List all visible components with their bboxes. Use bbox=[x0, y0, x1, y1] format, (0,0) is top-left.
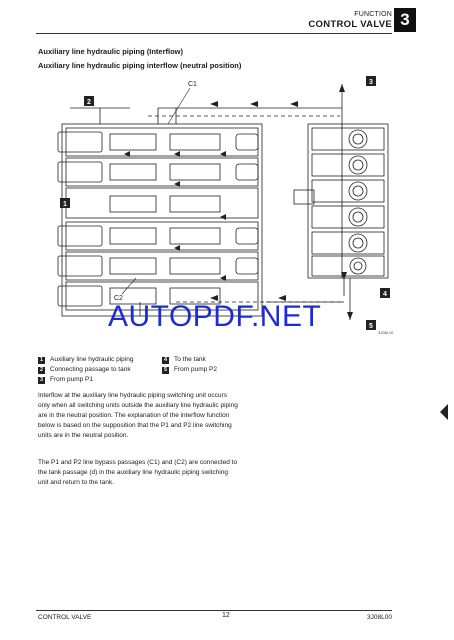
section-title: Auxiliary line hydraulic piping (Interfl… bbox=[38, 47, 184, 56]
legend-right: 4 To the tank 5 From pump P2 bbox=[162, 355, 217, 375]
footer-rule bbox=[36, 610, 392, 611]
header-section: FUNCTION bbox=[354, 11, 392, 18]
legend-item: 5 From pump P2 bbox=[162, 365, 217, 375]
hydraulic-diagram: C1 C2 2 1 3 4 5 3J08L10 bbox=[57, 76, 394, 335]
legend-number: 3 bbox=[38, 376, 45, 384]
footer-code: 3J08L00 bbox=[367, 614, 392, 621]
page-number: 12 bbox=[222, 612, 230, 619]
legend-item: 3 From pump P1 bbox=[38, 375, 133, 385]
badge-5: 5 bbox=[369, 323, 373, 330]
legend-number: 4 bbox=[162, 356, 169, 364]
legend-number: 1 bbox=[38, 356, 45, 364]
footer-title: CONTROL VALVE bbox=[38, 614, 92, 621]
legend-item: 2 Connecting passage to tank bbox=[38, 365, 133, 375]
chapter-number: 3 bbox=[394, 8, 416, 32]
badge-4: 4 bbox=[383, 291, 387, 298]
badge-1: 1 bbox=[63, 201, 67, 208]
legend-text: From pump P2 bbox=[174, 366, 217, 373]
badge-3: 3 bbox=[369, 79, 373, 86]
header-title: CONTROL VALVE bbox=[308, 19, 392, 30]
legend-text: Auxiliary line hydraulic piping bbox=[50, 356, 134, 363]
legend-item: 4 To the tank bbox=[162, 355, 217, 365]
legend-item: 1 Auxiliary line hydraulic piping bbox=[38, 355, 133, 365]
figure-code: 3J08L10 bbox=[378, 330, 394, 335]
section-subtitle: Auxiliary line hydraulic piping interflo… bbox=[38, 61, 242, 70]
badge-2: 2 bbox=[87, 99, 91, 106]
header-rule bbox=[36, 33, 392, 34]
legend-left: 1 Auxiliary line hydraulic piping 2 Conn… bbox=[38, 355, 133, 385]
body-paragraph-2: The P1 and P2 line bypass passages (C1) … bbox=[38, 459, 238, 486]
legend-text: To the tank bbox=[174, 356, 206, 363]
legend-number: 2 bbox=[38, 366, 45, 374]
callout-c1: C1 bbox=[188, 81, 197, 88]
side-tab-marker bbox=[440, 404, 448, 420]
legend-text: From pump P1 bbox=[50, 376, 93, 383]
legend-number: 5 bbox=[162, 366, 169, 374]
page-header: FUNCTION CONTROL VALVE bbox=[308, 10, 392, 31]
legend-text: Connecting passage to tank bbox=[50, 366, 131, 373]
watermark: AUTOPDF.NET bbox=[108, 300, 322, 333]
callout-c2: C2 bbox=[114, 295, 123, 302]
body-paragraph-1: Interflow at the auxiliary line hydrauli… bbox=[38, 392, 238, 439]
